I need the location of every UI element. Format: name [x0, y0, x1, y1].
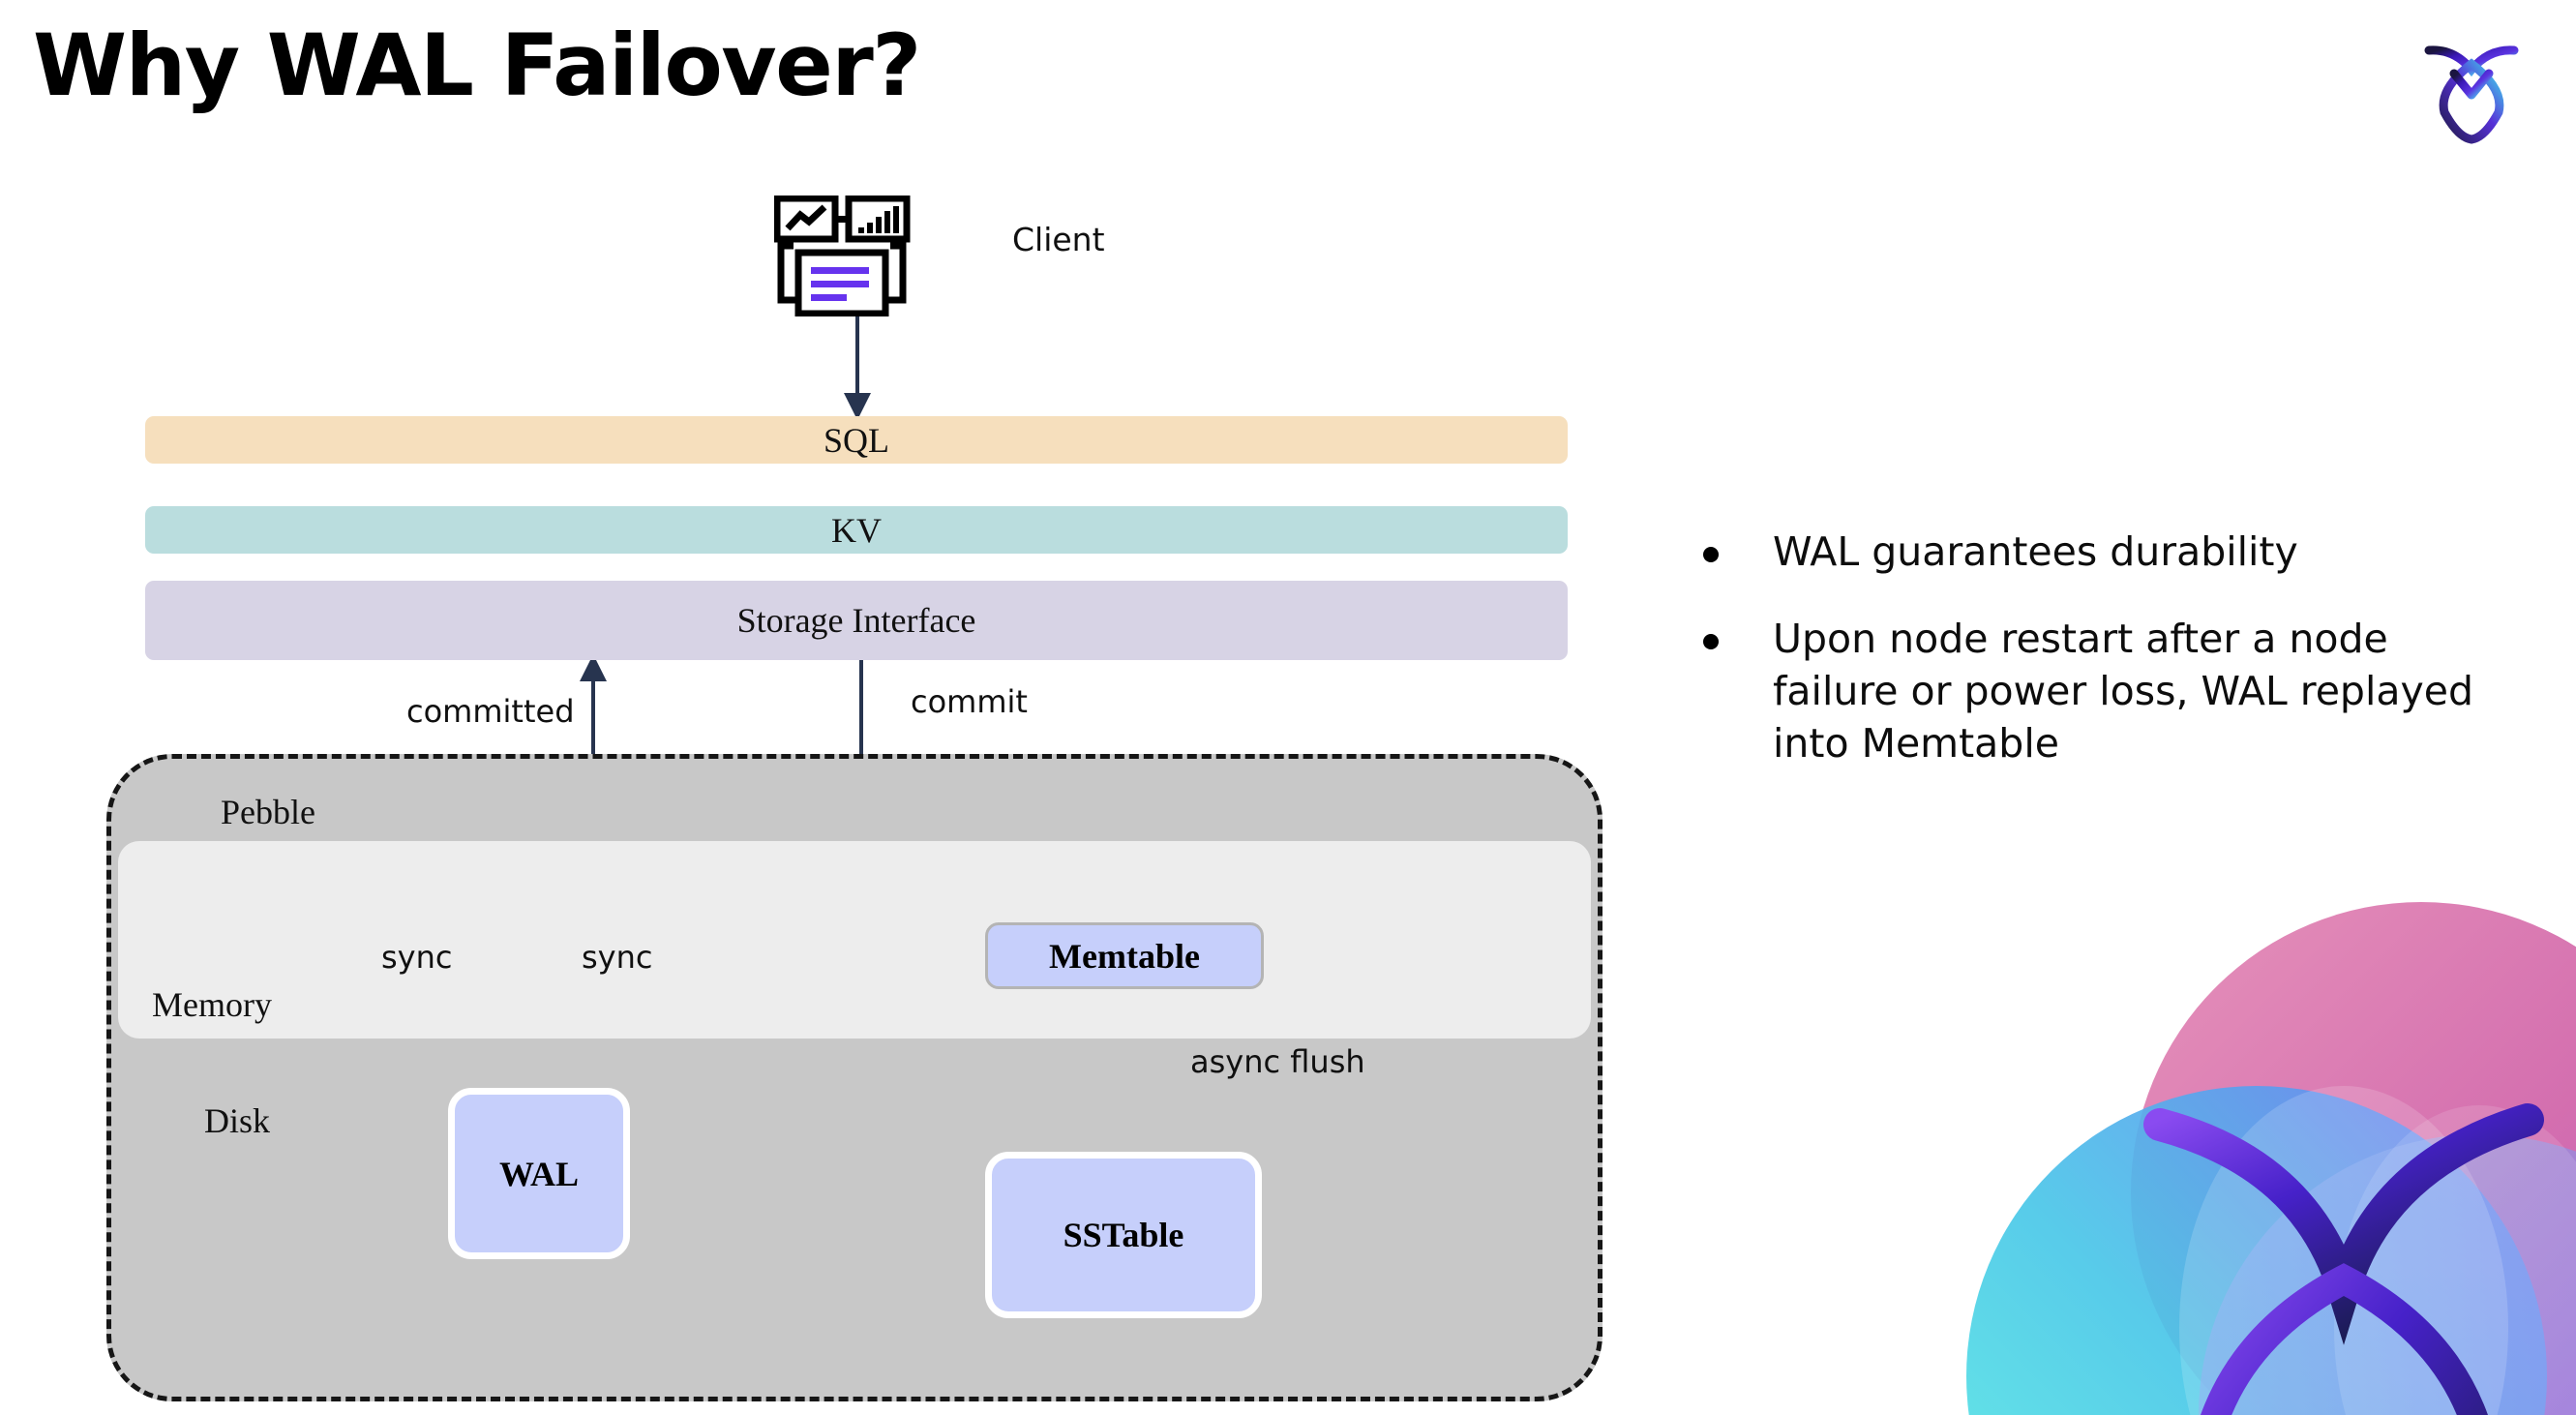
layer-label-kv: KV: [831, 510, 882, 550]
edge-label-committed: committed: [406, 693, 575, 730]
node-label-memtable: Memtable: [1049, 936, 1200, 976]
cockroachdb-watermark-icon: [1841, 873, 2576, 1415]
client-dashboard-icon: [773, 195, 924, 317]
list-item: Upon node restart after a node failure o…: [1703, 613, 2487, 769]
page-title: Why WAL Failover?: [33, 15, 921, 115]
cockroachdb-logo-icon: [2415, 33, 2528, 145]
bullet-text: WAL guarantees durability: [1773, 528, 2298, 575]
node-label-sstable: SSTable: [1063, 1216, 1184, 1254]
layer-bar-storage: Storage Interface: [145, 581, 1568, 660]
disk-label: Disk: [204, 1101, 271, 1140]
layer-label-storage: Storage Interface: [736, 601, 976, 640]
wal-architecture-diagram: Client SQL KV Storage Interface Pebble M…: [106, 195, 1603, 1401]
client-label: Client: [1012, 221, 1105, 258]
edge-label-sync-left: sync: [381, 939, 453, 976]
bullet-text: Upon node restart after a node failure o…: [1773, 616, 2473, 768]
edge-label-async-flush: async flush: [1190, 1043, 1365, 1080]
memory-label: Memory: [152, 985, 272, 1024]
node-sstable: SSTable: [985, 1152, 1262, 1318]
pebble-label: Pebble: [221, 793, 315, 831]
memory-band: [118, 841, 1591, 1039]
layer-bar-sql: SQL: [145, 416, 1568, 464]
edge-label-sync-right: sync: [582, 939, 653, 976]
node-wal: WAL: [448, 1088, 630, 1259]
list-item: WAL guarantees durability: [1703, 526, 2487, 578]
edge-label-commit: commit: [911, 683, 1028, 720]
node-memtable: Memtable: [985, 922, 1264, 989]
bullet-list: WAL guarantees durability Upon node rest…: [1703, 526, 2487, 804]
layer-bar-kv: KV: [145, 506, 1568, 554]
bullet-dot-icon: [1703, 634, 1719, 650]
node-label-wal: WAL: [498, 1154, 580, 1193]
layer-label-sql: SQL: [823, 420, 889, 460]
bullet-dot-icon: [1703, 547, 1719, 562]
